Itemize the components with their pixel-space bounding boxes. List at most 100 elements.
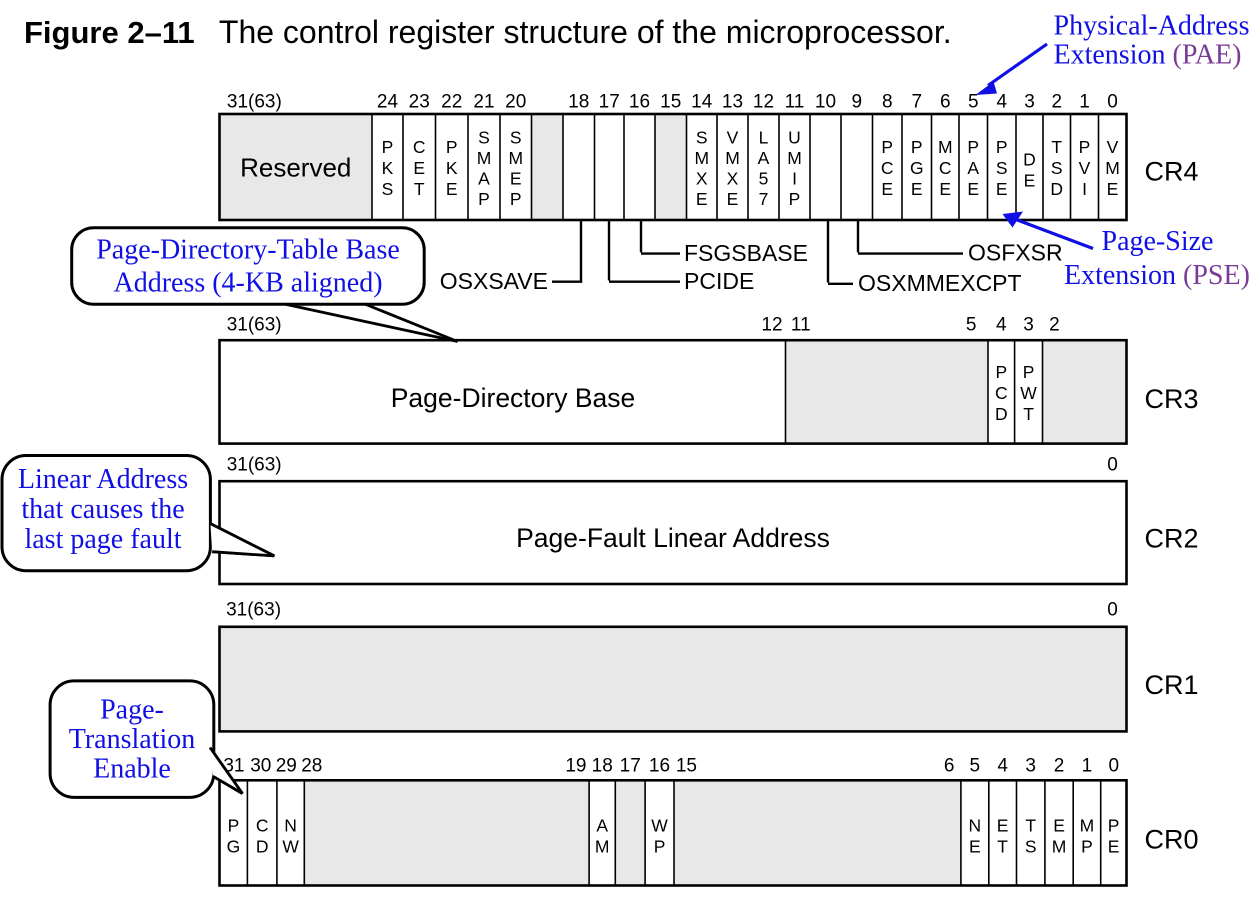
- svg-text:4: 4: [996, 92, 1007, 113]
- svg-text:CR3: CR3: [1145, 384, 1199, 414]
- svg-text:Reserved: Reserved: [240, 153, 351, 183]
- svg-text:V: V: [727, 128, 739, 148]
- svg-text:M: M: [694, 148, 709, 168]
- svg-text:16: 16: [629, 92, 650, 113]
- svg-text:W: W: [282, 836, 299, 856]
- svg-text:0: 0: [1107, 92, 1118, 113]
- svg-text:Page-Size: Page-Size: [1102, 226, 1214, 257]
- svg-text:16: 16: [649, 756, 670, 777]
- svg-text:7: 7: [759, 189, 769, 209]
- svg-text:OSXSAVE: OSXSAVE: [440, 268, 548, 294]
- svg-text:C: C: [939, 158, 952, 178]
- svg-text:1: 1: [1079, 92, 1090, 113]
- svg-text:24: 24: [377, 92, 399, 113]
- svg-text:8: 8: [882, 92, 893, 113]
- svg-text:P: P: [1081, 836, 1093, 856]
- svg-text:Page-Directory Base: Page-Directory Base: [391, 383, 636, 413]
- svg-text:S: S: [1025, 836, 1037, 856]
- svg-text:31(63): 31(63): [227, 315, 282, 336]
- svg-text:15: 15: [660, 92, 681, 113]
- svg-text:I: I: [1082, 179, 1087, 199]
- svg-text:13: 13: [722, 92, 743, 113]
- svg-text:CR4: CR4: [1145, 157, 1199, 187]
- svg-text:P: P: [654, 836, 666, 856]
- svg-text:Extension (PAE): Extension (PAE): [1054, 40, 1242, 71]
- svg-text:S: S: [696, 128, 708, 148]
- svg-text:M: M: [938, 137, 953, 157]
- svg-text:0: 0: [1109, 756, 1120, 777]
- svg-text:9: 9: [851, 92, 862, 113]
- svg-text:E: E: [510, 168, 522, 188]
- svg-text:30: 30: [250, 756, 271, 777]
- svg-text:OSFXSR: OSFXSR: [968, 240, 1063, 266]
- svg-text:7: 7: [911, 92, 922, 113]
- svg-text:23: 23: [409, 92, 430, 113]
- svg-text:P: P: [228, 815, 240, 835]
- svg-text:C: C: [881, 158, 894, 178]
- svg-text:that causes the: that causes the: [21, 494, 184, 525]
- svg-text:E: E: [446, 179, 458, 199]
- svg-text:last page fault: last page fault: [24, 524, 181, 555]
- svg-text:5: 5: [966, 315, 977, 336]
- svg-text:M: M: [1052, 836, 1067, 856]
- svg-text:E: E: [996, 179, 1008, 199]
- svg-text:FSGSBASE: FSGSBASE: [684, 240, 808, 266]
- svg-text:5: 5: [970, 756, 981, 777]
- svg-text:CR2: CR2: [1145, 524, 1199, 554]
- svg-text:E: E: [939, 179, 951, 199]
- svg-text:S: S: [382, 179, 394, 199]
- svg-text:E: E: [1107, 179, 1119, 199]
- svg-text:P: P: [911, 137, 923, 157]
- svg-text:P: P: [967, 137, 979, 157]
- svg-text:E: E: [413, 158, 425, 178]
- svg-text:N: N: [284, 815, 297, 835]
- svg-text:29: 29: [276, 756, 297, 777]
- svg-text:A: A: [596, 815, 608, 835]
- svg-text:0: 0: [1107, 600, 1118, 621]
- svg-text:D: D: [1023, 150, 1036, 170]
- svg-text:W: W: [651, 815, 668, 835]
- svg-text:2: 2: [1051, 92, 1062, 113]
- svg-text:18: 18: [592, 756, 613, 777]
- svg-text:E: E: [881, 179, 893, 199]
- svg-text:V: V: [1079, 158, 1091, 178]
- svg-text:Figure 2–11: Figure 2–11: [24, 15, 195, 50]
- svg-text:17: 17: [599, 92, 620, 113]
- svg-text:L: L: [759, 128, 769, 148]
- svg-text:20: 20: [505, 92, 526, 113]
- svg-text:S: S: [996, 158, 1008, 178]
- svg-text:12: 12: [753, 92, 774, 113]
- svg-text:M: M: [508, 148, 523, 168]
- svg-text:X: X: [727, 168, 739, 188]
- svg-text:P: P: [478, 189, 490, 209]
- svg-text:P: P: [382, 137, 394, 157]
- svg-text:E: E: [969, 836, 981, 856]
- svg-text:0: 0: [1107, 455, 1118, 476]
- svg-text:22: 22: [441, 92, 462, 113]
- svg-text:T: T: [1023, 404, 1034, 424]
- svg-text:CR0: CR0: [1145, 825, 1199, 855]
- svg-text:Address (4-KB aligned): Address (4-KB aligned): [113, 267, 382, 298]
- svg-text:S: S: [478, 128, 490, 148]
- svg-text:K: K: [446, 158, 458, 178]
- svg-text:P: P: [995, 362, 1007, 382]
- svg-text:A: A: [967, 158, 979, 178]
- svg-text:Extension (PSE): Extension (PSE): [1064, 260, 1250, 291]
- svg-text:T: T: [1025, 815, 1036, 835]
- svg-text:E: E: [1024, 171, 1036, 191]
- svg-text:18: 18: [568, 92, 589, 113]
- svg-text:31: 31: [223, 756, 244, 777]
- svg-text:6: 6: [940, 92, 951, 113]
- svg-text:V: V: [1107, 137, 1119, 157]
- svg-text:K: K: [382, 158, 394, 178]
- svg-text:4: 4: [996, 315, 1007, 336]
- svg-text:1: 1: [1082, 756, 1093, 777]
- svg-text:E: E: [696, 189, 708, 209]
- svg-text:19: 19: [565, 756, 586, 777]
- svg-text:C: C: [995, 383, 1008, 403]
- svg-text:C: C: [413, 137, 426, 157]
- svg-text:S: S: [1051, 158, 1063, 178]
- svg-text:2: 2: [1049, 315, 1060, 336]
- svg-text:E: E: [1053, 815, 1065, 835]
- svg-text:Translation: Translation: [69, 724, 196, 755]
